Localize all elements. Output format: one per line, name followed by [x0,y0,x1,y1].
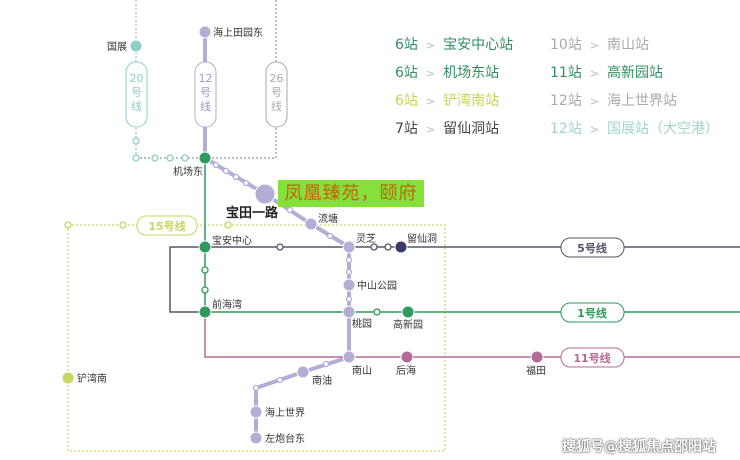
legend-row: 6站 > 铲湾南站 [395,90,499,110]
label-qianhaiwan: 前海湾 [212,298,242,311]
legend-row: 6站 > 宝安中心站 [395,34,513,54]
minor-stations [64,137,392,392]
legend-count: 11站 [550,65,582,81]
label-lingzhi: 灵芝 [356,232,376,245]
station-qianhaiwan[interactable] [198,305,212,319]
label-taoyuan: 桃园 [352,317,372,330]
chevron-right-icon: > [425,95,436,108]
chevron-right-icon: > [425,123,436,136]
watermark: 搜狐号@搜狐焦点邵阳站 [562,439,716,455]
legend-row: 7站 > 留仙洞站 [395,118,499,138]
pill-line-11: 11号线 [560,347,625,368]
pill-line-20: 20 号 线 [125,61,148,128]
pill-xian: 线 [200,99,211,113]
legend-count: 6站 [395,65,418,81]
pill-number: 26 [270,72,284,85]
label-futian: 福田 [526,364,546,377]
label-baoanzhongxin: 宝安中心 [212,234,252,247]
label-haishangshijie: 海上世界 [265,406,305,419]
station-liutang[interactable] [304,217,318,231]
major-stations [61,25,544,445]
legend-count: 7站 [395,121,418,137]
label-zuopaotaidong: 左炮台东 [265,432,305,445]
station-lingzhi[interactable] [342,240,356,254]
legend-count: 12站 [550,121,582,137]
project-highlight-label: 凤凰臻苑，颐府 [278,180,424,207]
station-chanwannan[interactable] [61,371,75,385]
line-15-loop [67,224,446,452]
pill-line-1: 1号线 [560,302,625,323]
chevron-right-icon: > [589,123,600,136]
legend-station: 南山站 [607,37,650,53]
label-jichangdong: 机场东 [173,165,203,178]
legend-station: 海上世界站 [607,93,678,109]
legend-station: 机场东站 [443,65,500,81]
station-haishangtianyuandong[interactable] [198,25,212,39]
pill-label: 11号线 [573,351,610,365]
station-zuopaotaidong[interactable] [249,431,263,445]
station-haishangshijie[interactable] [249,405,263,419]
legend-station: 宝安中心站 [443,37,514,53]
label-nanshan: 南山 [352,364,372,377]
pill-line-26: 26 号 线 [265,61,288,128]
legend-count: 12站 [550,93,582,109]
station-jichangdong[interactable] [198,151,212,165]
legend-station: 留仙洞站 [443,121,500,137]
pill-line-5: 5号线 [560,237,625,258]
pill-line-15: 15号线 [136,215,198,236]
legend-station: 国展站（大空港） [607,121,720,137]
station-baotianyilu[interactable] [254,183,276,205]
legend-count: 6站 [395,93,418,109]
chevron-right-icon: > [589,67,600,80]
station-taoyuan[interactable] [342,305,356,319]
pill-label: 15号线 [148,219,185,233]
station-baoanzhongxin[interactable] [198,240,212,254]
label-houhai: 后海 [396,364,416,377]
chevron-right-icon: > [589,39,600,52]
label-zhongshangongyuan: 中山公园 [357,279,397,292]
pill-xian: 线 [271,99,282,113]
label-guozhan: 国展 [107,41,127,53]
station-guozhan[interactable] [129,39,143,53]
pill-hao: 号 [200,86,211,99]
legend-row: 10站 > 南山站 [550,34,649,54]
label-baotianyilu: 宝田一路 [226,205,279,221]
legend-row: 6站 > 机场东站 [395,62,499,82]
station-nanyou[interactable] [296,365,310,379]
pill-line-12: 12 号 线 [194,61,217,128]
legend-station: 铲湾南站 [443,93,500,109]
legend-count: 10站 [550,37,582,53]
station-liuxiandong[interactable] [394,240,408,254]
legend-row: 11站 > 高新园站 [550,62,663,82]
chevron-right-icon: > [425,39,436,52]
station-gaoxinyuan[interactable] [401,305,415,319]
pill-xian: 线 [131,99,142,113]
line-11 [204,312,740,358]
pill-label: 5号线 [577,241,607,255]
chevron-right-icon: > [425,67,436,80]
legend-row: 12站 > 海上世界站 [550,90,677,110]
station-zhongshangongyuan[interactable] [342,278,356,292]
pill-label: 1号线 [577,306,607,320]
pill-number: 20 [130,72,144,85]
legend-station: 高新园站 [607,65,664,81]
legend-count: 6站 [395,37,418,53]
line-5 [169,246,740,313]
label-nanyou: 南油 [312,374,332,387]
label-gaoxinyuan: 高新园 [393,318,423,331]
pill-hao: 号 [271,86,282,99]
label-liuxiandong: 留仙洞 [407,232,437,245]
station-futian[interactable] [530,350,544,364]
label-haishangtianyuandong: 海上田园东 [213,26,263,39]
label-liutang: 流塘 [318,212,338,225]
label-chanwannan: 铲湾南 [77,372,107,385]
station-houhai[interactable] [400,350,414,364]
line-26 [136,0,277,159]
legend-row: 12站 > 国展站（大空港） [550,118,719,138]
pill-number: 12 [199,72,213,85]
station-nanshan[interactable] [342,350,356,364]
pill-hao: 号 [131,86,142,99]
chevron-right-icon: > [589,95,600,108]
